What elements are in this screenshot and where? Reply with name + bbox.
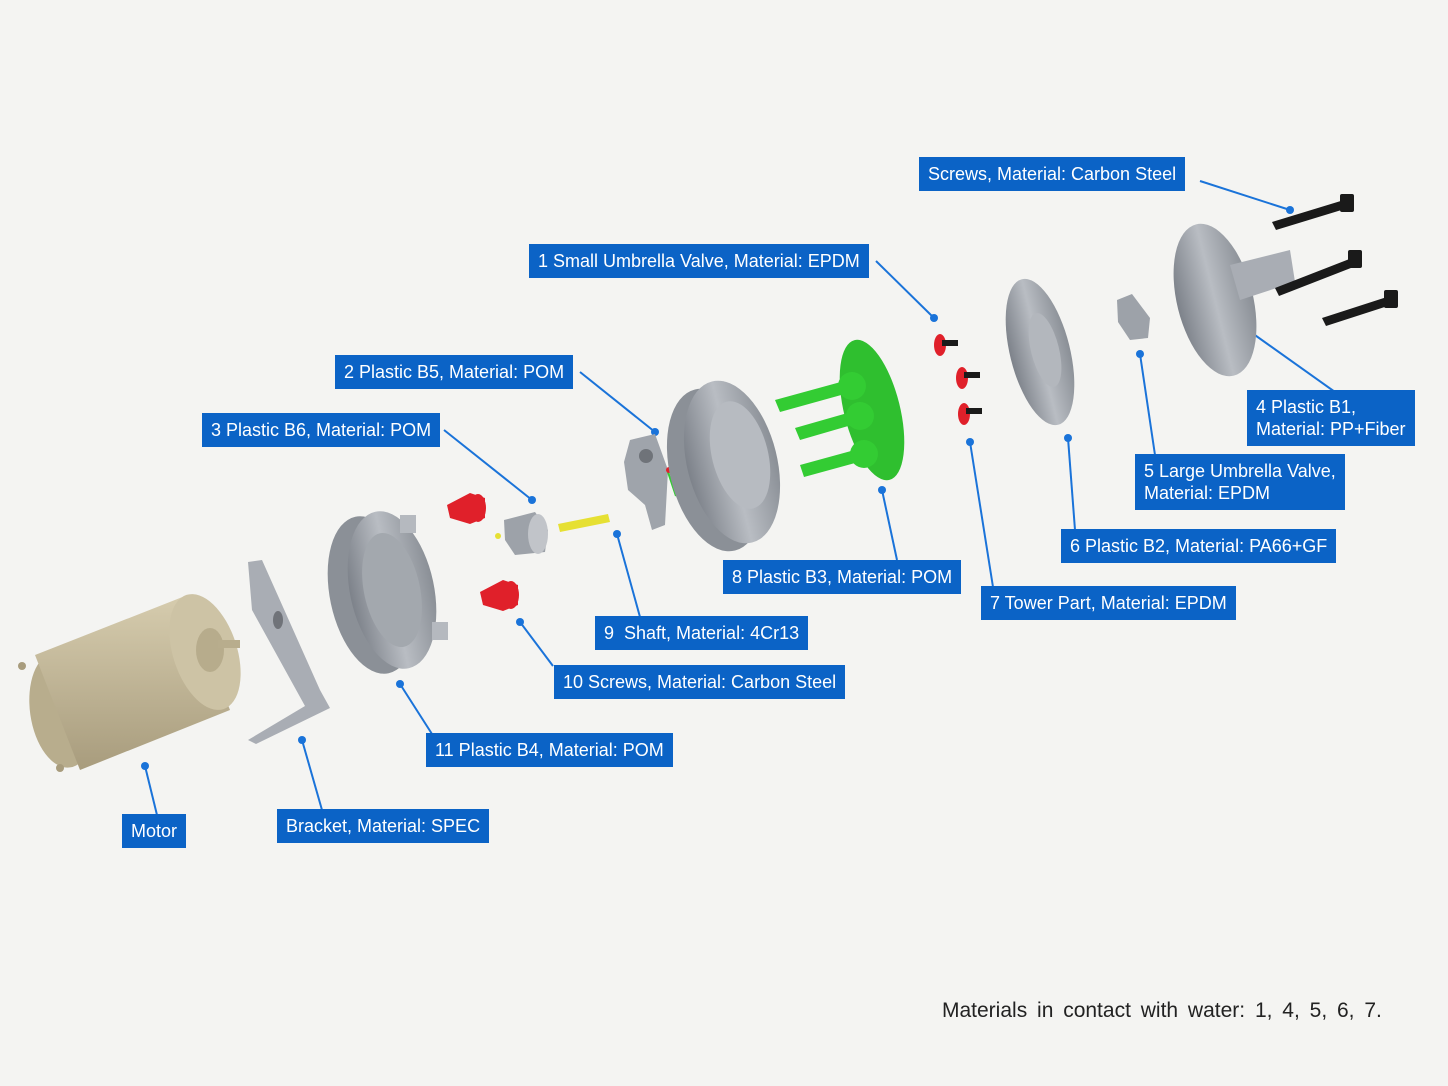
- label-shaft: 9 Shaft, Material: 4Cr13: [595, 616, 809, 650]
- label-large-umbrella-valve: 5 Large Umbrella Valve, Material: EPDM: [1135, 454, 1345, 510]
- label-plastic-b6: 3 Plastic B6, Material: POM: [202, 413, 441, 447]
- label-plastic-b3: 8 Plastic B3, Material: POM: [723, 560, 962, 594]
- plastic-b1-part: [1173, 223, 1295, 377]
- label-plastic-b4: 11 Plastic B4, Material: POM: [426, 733, 673, 767]
- label-screws-bottom: 10 Screws, Material: Carbon Steel: [554, 665, 846, 699]
- large-umbrella-part: [1117, 294, 1150, 340]
- plastic-b3-part: [775, 339, 905, 481]
- label-small-umbrella-valve: 1 Small Umbrella Valve, Material: EPDM: [529, 244, 869, 278]
- large-disk-part: [666, 380, 781, 552]
- label-plastic-b5: 2 Plastic B5, Material: POM: [335, 355, 574, 389]
- label-tower-part: 7 Tower Part, Material: EPDM: [981, 586, 1236, 620]
- tower-parts: [934, 334, 982, 425]
- label-motor: Motor: [122, 814, 187, 848]
- screws-top-part: [1272, 194, 1398, 326]
- motor-part: [18, 594, 241, 772]
- bracket-part: [248, 560, 330, 744]
- footnote-water-contact: Materials in contact with water: 1, 4, 5…: [942, 999, 1382, 1022]
- shaft-part: [558, 514, 610, 532]
- plastic-b4-part: [327, 511, 448, 674]
- plastic-b6-part: [495, 512, 548, 555]
- red-parts: [447, 493, 519, 611]
- label-screws-top: Screws, Material: Carbon Steel: [919, 157, 1186, 191]
- label-plastic-b1: 4 Plastic B1, Material: PP+Fiber: [1247, 390, 1415, 446]
- leader-lines: [144, 180, 1336, 816]
- label-plastic-b2: 6 Plastic B2, Material: PA66+GF: [1061, 529, 1337, 563]
- plastic-b2-part: [1005, 278, 1075, 426]
- label-bracket: Bracket, Material: SPEC: [277, 809, 490, 843]
